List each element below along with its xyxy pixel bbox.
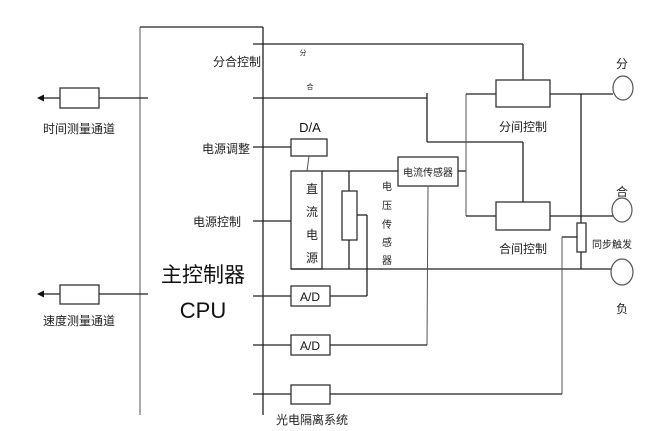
main-controller: 主控制器 CPU bbox=[139, 26, 264, 415]
dc-power-char-2: 流 bbox=[306, 205, 318, 219]
speed-measure-label: 速度测量通道 bbox=[43, 313, 115, 328]
ad-converter-1: A/D bbox=[253, 285, 367, 307]
ad-1-label: A/D bbox=[300, 290, 320, 304]
speed-measure-channel: 速度测量通道 bbox=[37, 284, 148, 328]
dc-power-source: 电源控制 直 流 电 源 bbox=[193, 170, 612, 270]
power-control-label: 电源控制 bbox=[193, 215, 241, 229]
close-control-label: 合间控制 bbox=[499, 241, 547, 256]
terminal-open-circle bbox=[612, 75, 634, 101]
terminal-close-label: 合 bbox=[616, 184, 628, 199]
time-measure-label: 时间测量通道 bbox=[43, 122, 115, 136]
close-signal-small-label: 合 bbox=[307, 82, 314, 91]
sync-trigger-resistor bbox=[576, 222, 587, 253]
arrow-left-icon bbox=[37, 290, 44, 298]
time-measure-channel: 时间测量通道 bbox=[37, 87, 148, 136]
terminal-open: 分 bbox=[612, 57, 634, 101]
sync-trigger-label: 同步触发 bbox=[592, 238, 632, 251]
voltage-sensor-char-2: 压 bbox=[382, 200, 392, 212]
voltage-sensor: 电 压 传 感 器 bbox=[341, 171, 392, 296]
open-close-control-label: 分合控制 bbox=[213, 54, 261, 69]
arrow-left-icon bbox=[37, 94, 44, 102]
dc-power-char-1: 直 bbox=[306, 182, 318, 196]
terminal-negative-label: 负 bbox=[616, 302, 628, 316]
terminal-open-label: 分 bbox=[616, 57, 628, 71]
voltage-divider-resistor bbox=[341, 190, 358, 241]
dc-power-char-4: 源 bbox=[306, 251, 318, 265]
controller-subtitle: CPU bbox=[180, 298, 226, 323]
control-feed-line bbox=[465, 93, 496, 217]
terminal-negative-circle bbox=[610, 258, 634, 286]
current-sensor-label: 电流传感器 bbox=[403, 166, 453, 179]
close-control-block: 合间控制 bbox=[495, 201, 613, 256]
terminal-close: 合 bbox=[611, 184, 633, 223]
da-label: D/A bbox=[299, 120, 321, 135]
ad-2-label: A/D bbox=[300, 339, 320, 353]
voltage-sensor-char-3: 传 bbox=[382, 219, 392, 231]
opto-isolation: 光电隔离系统 bbox=[253, 384, 562, 427]
voltage-sensor-char-5: 器 bbox=[382, 255, 392, 267]
sync-trigger: 同步触发 bbox=[561, 94, 632, 394]
open-close-control-signals: 分合控制 分 合 bbox=[213, 43, 524, 202]
open-control-label: 分间控制 bbox=[499, 120, 547, 134]
ad-converter-2: A/D bbox=[253, 334, 427, 356]
voltage-sensor-char-1: 电 bbox=[382, 180, 392, 193]
terminal-close-circle bbox=[611, 197, 633, 223]
dc-power-char-3: 电 bbox=[306, 228, 318, 242]
current-sensor: 电流传感器 bbox=[397, 156, 466, 346]
opto-isolation-label: 光电隔离系统 bbox=[276, 412, 348, 427]
terminal-negative: 负 bbox=[610, 258, 634, 316]
controller-title: 主控制器 bbox=[161, 263, 245, 287]
voltage-sensor-char-4: 感 bbox=[382, 236, 392, 249]
open-control-block: 分间控制 bbox=[495, 79, 613, 134]
open-signal-small-label: 分 bbox=[300, 48, 307, 57]
da-converter-box bbox=[290, 138, 328, 157]
power-adjust-path: 电源调整 D/A bbox=[202, 120, 328, 172]
power-adjust-label: 电源调整 bbox=[202, 141, 250, 156]
